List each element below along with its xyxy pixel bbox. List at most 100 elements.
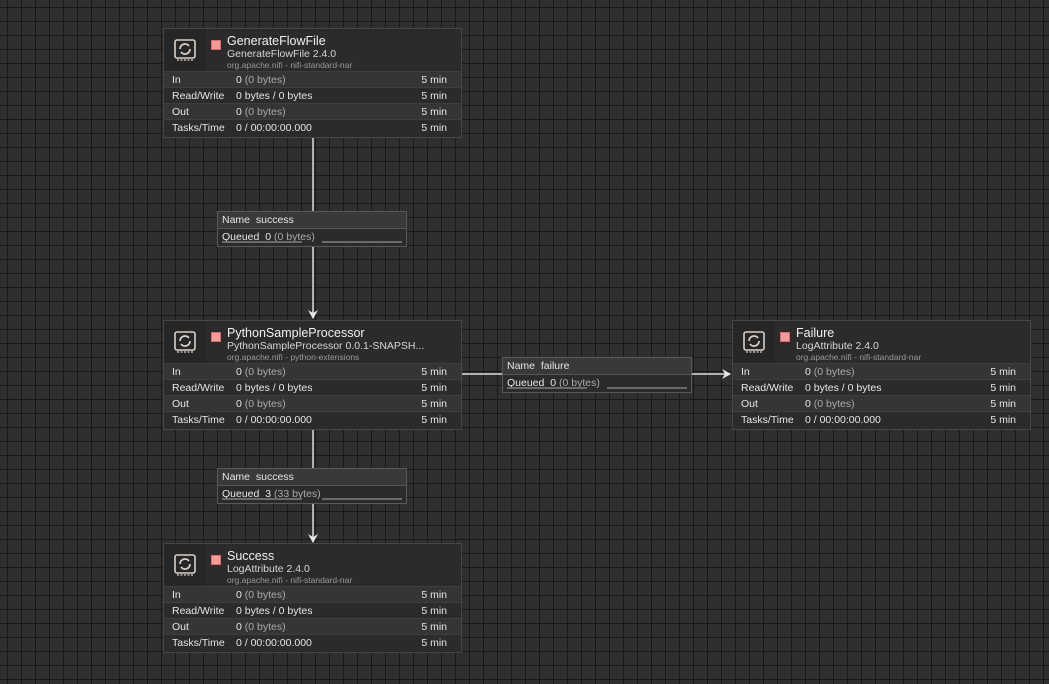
stat-row-readwrite: Read/Write 0 bytes / 0 bytes 5 min	[164, 87, 461, 103]
stat-time: 5 min	[990, 414, 1016, 426]
stat-sub: (0 bytes)	[813, 398, 855, 410]
stat-label: Read/Write	[172, 605, 225, 617]
stat-sub: (0 bytes)	[813, 366, 855, 378]
stat-time: 5 min	[421, 74, 447, 86]
stat-time: 5 min	[421, 414, 447, 426]
stopped-state-icon	[211, 40, 221, 50]
processor-icon	[164, 321, 206, 363]
processor-type: LogAttribute 2.4.0	[227, 563, 310, 575]
connection-name-label: Name	[507, 360, 536, 372]
connection-name-label: Name	[222, 471, 251, 483]
stat-value: 0 bytes / 0 bytes	[236, 382, 313, 394]
stat-label: In	[172, 74, 181, 86]
queued-count: 3	[265, 488, 272, 500]
stat-value: 0	[805, 398, 811, 410]
stat-sub: (0 bytes)	[244, 74, 286, 86]
processor-generateflowfile[interactable]: GenerateFlowFile GenerateFlowFile 2.4.0 …	[163, 28, 462, 138]
stat-label: Read/Write	[172, 382, 225, 394]
stat-value: 0	[805, 366, 811, 378]
processor-stats: In 0 (0 bytes) 5 min Read/Write 0 bytes / 0…	[733, 363, 1030, 427]
queue-count-bar	[507, 387, 587, 389]
queued-size: (0 bytes)	[558, 377, 600, 389]
stat-label: Tasks/Time	[172, 637, 225, 649]
stat-label: Tasks/Time	[741, 414, 794, 426]
queued-label: Queued	[222, 488, 260, 500]
stat-value: 0	[236, 366, 242, 378]
processor-stats: In 0 (0 bytes) 5 min Read/Write 0 bytes / 0…	[164, 71, 461, 135]
stat-value: 0 / 00:00:00.000	[236, 122, 312, 134]
processor-name: Failure	[796, 326, 835, 340]
stat-value: 0 bytes / 0 bytes	[236, 90, 313, 102]
stat-time: 5 min	[990, 398, 1016, 410]
stat-sub: (0 bytes)	[244, 398, 286, 410]
queued-count: 0	[550, 377, 557, 389]
queued-label: Queued	[507, 377, 545, 389]
processor-name: GenerateFlowFile	[227, 34, 326, 48]
processor-bundle: org.apache.nifi - nifi-standard-nar	[227, 60, 353, 70]
connection-name: failure	[540, 360, 570, 372]
stat-value: 0 / 00:00:00.000	[805, 414, 881, 426]
stat-value: 0	[236, 398, 242, 410]
processor-success[interactable]: Success LogAttribute 2.4.0 org.apache.ni…	[163, 543, 462, 653]
stat-time: 5 min	[990, 382, 1016, 394]
processor-name: PythonSampleProcessor	[227, 326, 365, 340]
stopped-state-icon	[211, 332, 221, 342]
connection-label-python-to-success[interactable]: Name success Queued 3 (33 bytes)	[217, 468, 407, 504]
stat-label: In	[172, 366, 181, 378]
stat-time: 5 min	[990, 366, 1016, 378]
stat-time: 5 min	[421, 122, 447, 134]
stat-sub: (0 bytes)	[244, 621, 286, 633]
stat-value: 0 bytes / 0 bytes	[236, 605, 313, 617]
queued-size: (0 bytes)	[273, 231, 315, 243]
processor-pythonsampleprocessor[interactable]: PythonSampleProcessor PythonSampleProces…	[163, 320, 462, 430]
connection-label-gen-to-python[interactable]: Name success Queued 0 (0 bytes)	[217, 211, 407, 247]
stat-time: 5 min	[421, 637, 447, 649]
queue-count-bar	[222, 498, 302, 500]
processor-type: GenerateFlowFile 2.4.0	[227, 48, 337, 60]
processor-stats: In 0 (0 bytes) 5 min Read/Write 0 bytes / 0…	[164, 363, 461, 427]
connection-name: success	[255, 214, 294, 226]
connection-label-python-to-failure[interactable]: Name failure Queued 0 (0 bytes)	[502, 357, 692, 393]
processor-bundle: org.apache.nifi - nifi-standard-nar	[227, 575, 353, 585]
stat-value: 0	[236, 74, 242, 86]
stat-value: 0	[236, 621, 242, 633]
stat-row-tasks: Tasks/Time 0 / 00:00:00.000 5 min	[164, 634, 461, 650]
stat-value: 0 bytes / 0 bytes	[805, 382, 882, 394]
queue-size-bar	[322, 241, 402, 243]
queue-count-bar	[222, 241, 302, 243]
processor-name: Success	[227, 549, 275, 563]
stat-time: 5 min	[421, 621, 447, 633]
stat-label: Read/Write	[172, 90, 225, 102]
processor-icon	[164, 29, 206, 71]
connection-name: success	[255, 471, 294, 483]
stat-label: In	[741, 366, 750, 378]
stat-label: Out	[741, 398, 758, 410]
processor-bundle: org.apache.nifi - nifi-standard-nar	[796, 352, 922, 362]
stat-row-tasks: Tasks/Time 0 / 00:00:00.000 5 min	[164, 119, 461, 135]
stat-value: 0 / 00:00:00.000	[236, 637, 312, 649]
processor-failure[interactable]: Failure LogAttribute 2.4.0 org.apache.ni…	[732, 320, 1031, 430]
stat-time: 5 min	[421, 382, 447, 394]
stat-label: In	[172, 589, 181, 601]
processor-icon	[164, 544, 206, 586]
stat-label: Read/Write	[741, 382, 794, 394]
processor-type: PythonSampleProcessor 0.0.1-SNAPSH...	[227, 340, 425, 352]
stat-time: 5 min	[421, 366, 447, 378]
processor-type: LogAttribute 2.4.0	[796, 340, 879, 352]
stat-label: Out	[172, 106, 189, 118]
stat-label: Tasks/Time	[172, 122, 225, 134]
queued-count: 0	[265, 231, 272, 243]
queued-label: Queued	[222, 231, 260, 243]
stat-time: 5 min	[421, 90, 447, 102]
stat-row-tasks: Tasks/Time 0 / 00:00:00.000 5 min	[733, 411, 1030, 427]
stat-row-readwrite: Read/Write 0 bytes / 0 bytes 5 min	[733, 379, 1030, 395]
stat-value: 0	[236, 106, 242, 118]
